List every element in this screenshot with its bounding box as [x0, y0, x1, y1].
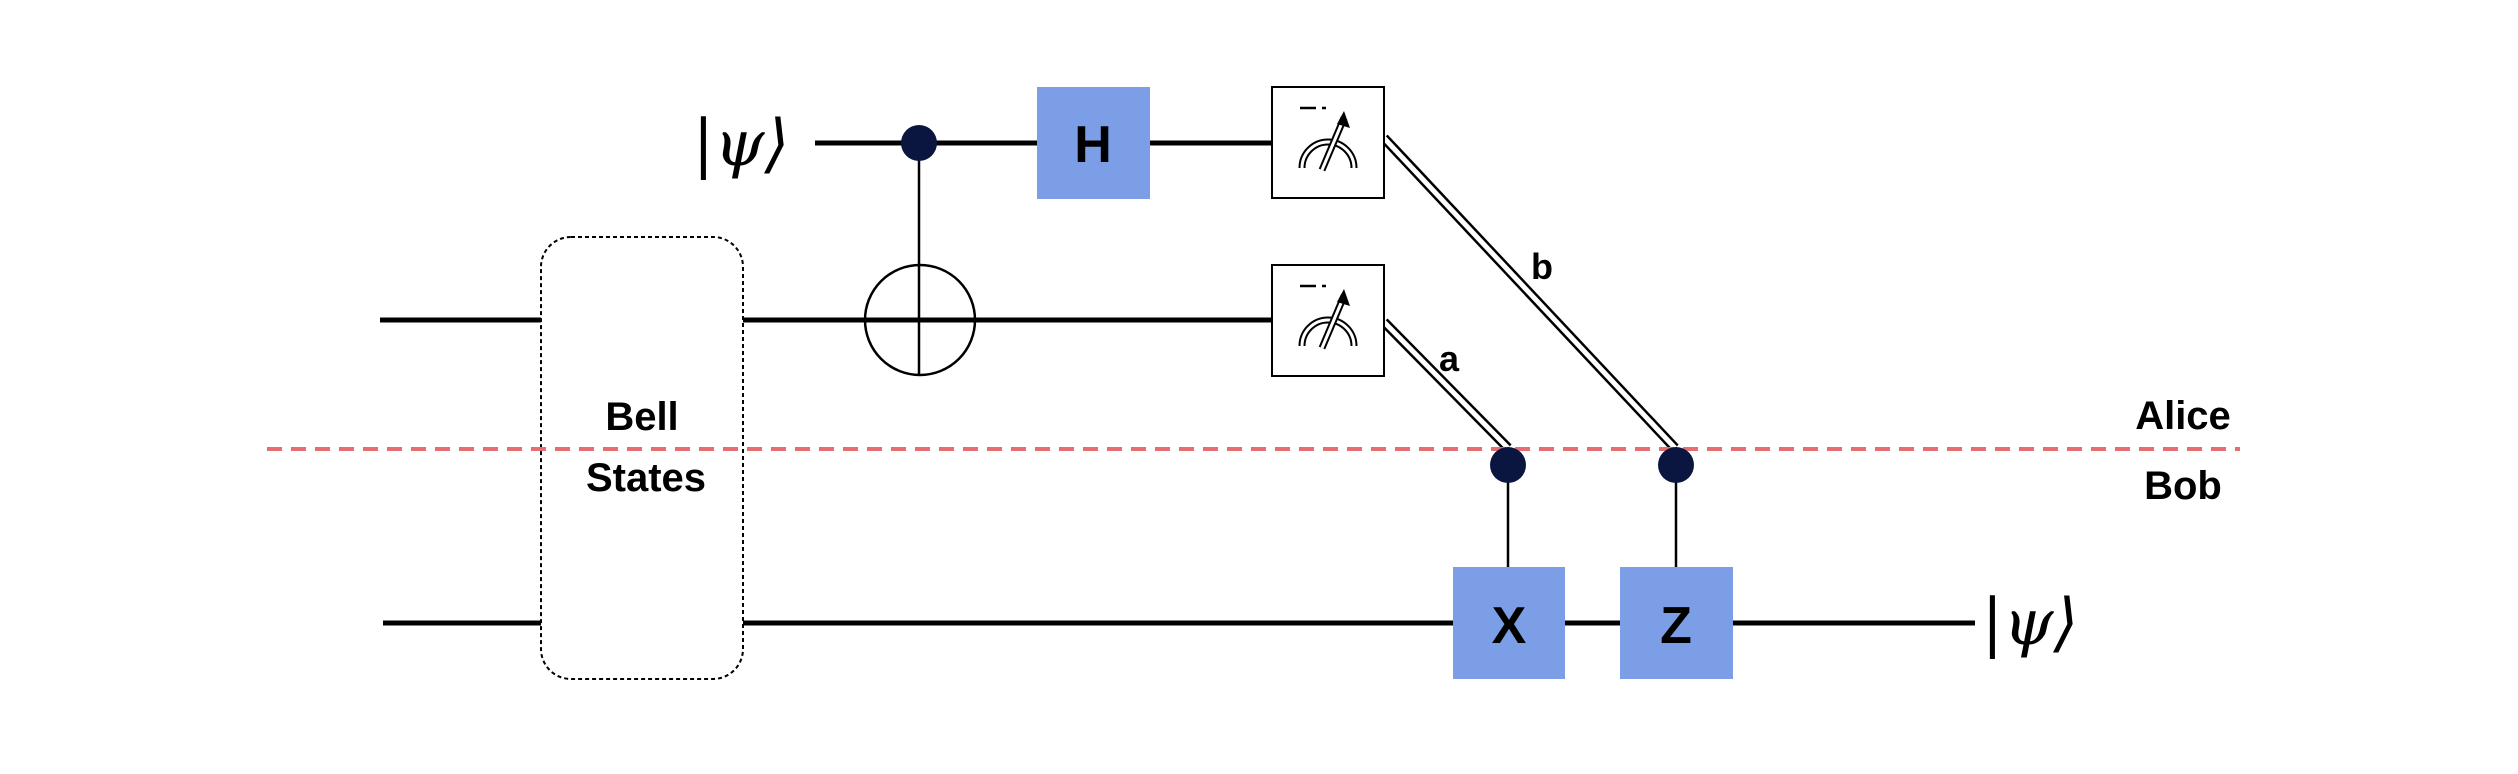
bell-states-box: Bell States	[540, 236, 744, 680]
x-control-dot	[1490, 447, 1526, 483]
z-correction: Z	[1620, 447, 1733, 679]
meter-top-icon	[1298, 106, 1358, 172]
meter-middle	[1271, 264, 1385, 377]
hadamard-gate-box	[1037, 87, 1150, 199]
classical-channels: b a	[1380, 134, 1679, 452]
party-label-alice: Alice	[2135, 394, 2231, 438]
z-gate-box	[1620, 567, 1733, 679]
z-gate-label: Z	[1660, 597, 1692, 655]
z-control-dot	[1658, 447, 1694, 483]
classical-channel-b-inner	[1382, 136, 1677, 450]
meter-top	[1271, 86, 1385, 199]
quantum-wires	[380, 140, 1975, 626]
bell-states-label-line1: Bell	[605, 395, 678, 439]
bell-states-border	[540, 236, 744, 680]
hadamard-gate-label: H	[1074, 116, 1112, 174]
meter-middle-icon	[1298, 284, 1358, 350]
classical-channel-a-inner	[1382, 320, 1510, 450]
cnot-control-dot	[901, 125, 937, 161]
hadamard-gate: H	[1037, 87, 1150, 199]
classical-bit-a-label: a	[1439, 338, 1460, 379]
alice-bob-divider: Alice Bob	[267, 394, 2240, 508]
cnot-gate	[863, 125, 977, 377]
x-correction: X	[1453, 447, 1565, 679]
party-label-bob: Bob	[2144, 464, 2222, 508]
x-gate-box	[1453, 567, 1565, 679]
x-gate-label: X	[1492, 597, 1527, 655]
output-state-label: |ψ⟩	[1982, 586, 2079, 660]
input-state-label: |ψ⟩	[693, 107, 790, 181]
classical-bit-b-label: b	[1531, 246, 1553, 287]
bell-states-label-line2: States	[586, 456, 706, 500]
